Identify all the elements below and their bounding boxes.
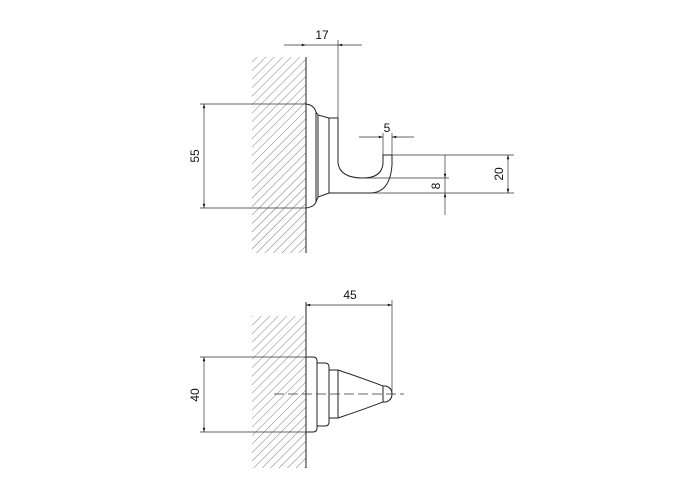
dimension-diameter-label: 40 — [188, 388, 202, 402]
dimension-hook-gap-label: 8 — [429, 182, 443, 189]
side-view: 17 55 5 8 20 — [188, 28, 514, 253]
hook-outline — [329, 117, 393, 194]
dimension-projection-label: 17 — [315, 28, 329, 42]
dimension-depth-label: 45 — [343, 288, 357, 302]
rosette-outline — [306, 356, 318, 433]
wall-hatch — [252, 57, 306, 253]
top-view: 45 40 — [188, 288, 404, 468]
dimension-hook-height-label: 20 — [492, 167, 506, 181]
rosette-step-outline — [317, 362, 330, 427]
hook-base-outline — [305, 103, 330, 209]
dimension-tip-width-label: 5 — [384, 121, 391, 135]
dimension-height-label: 55 — [188, 149, 202, 163]
wall-hatch — [252, 316, 306, 468]
